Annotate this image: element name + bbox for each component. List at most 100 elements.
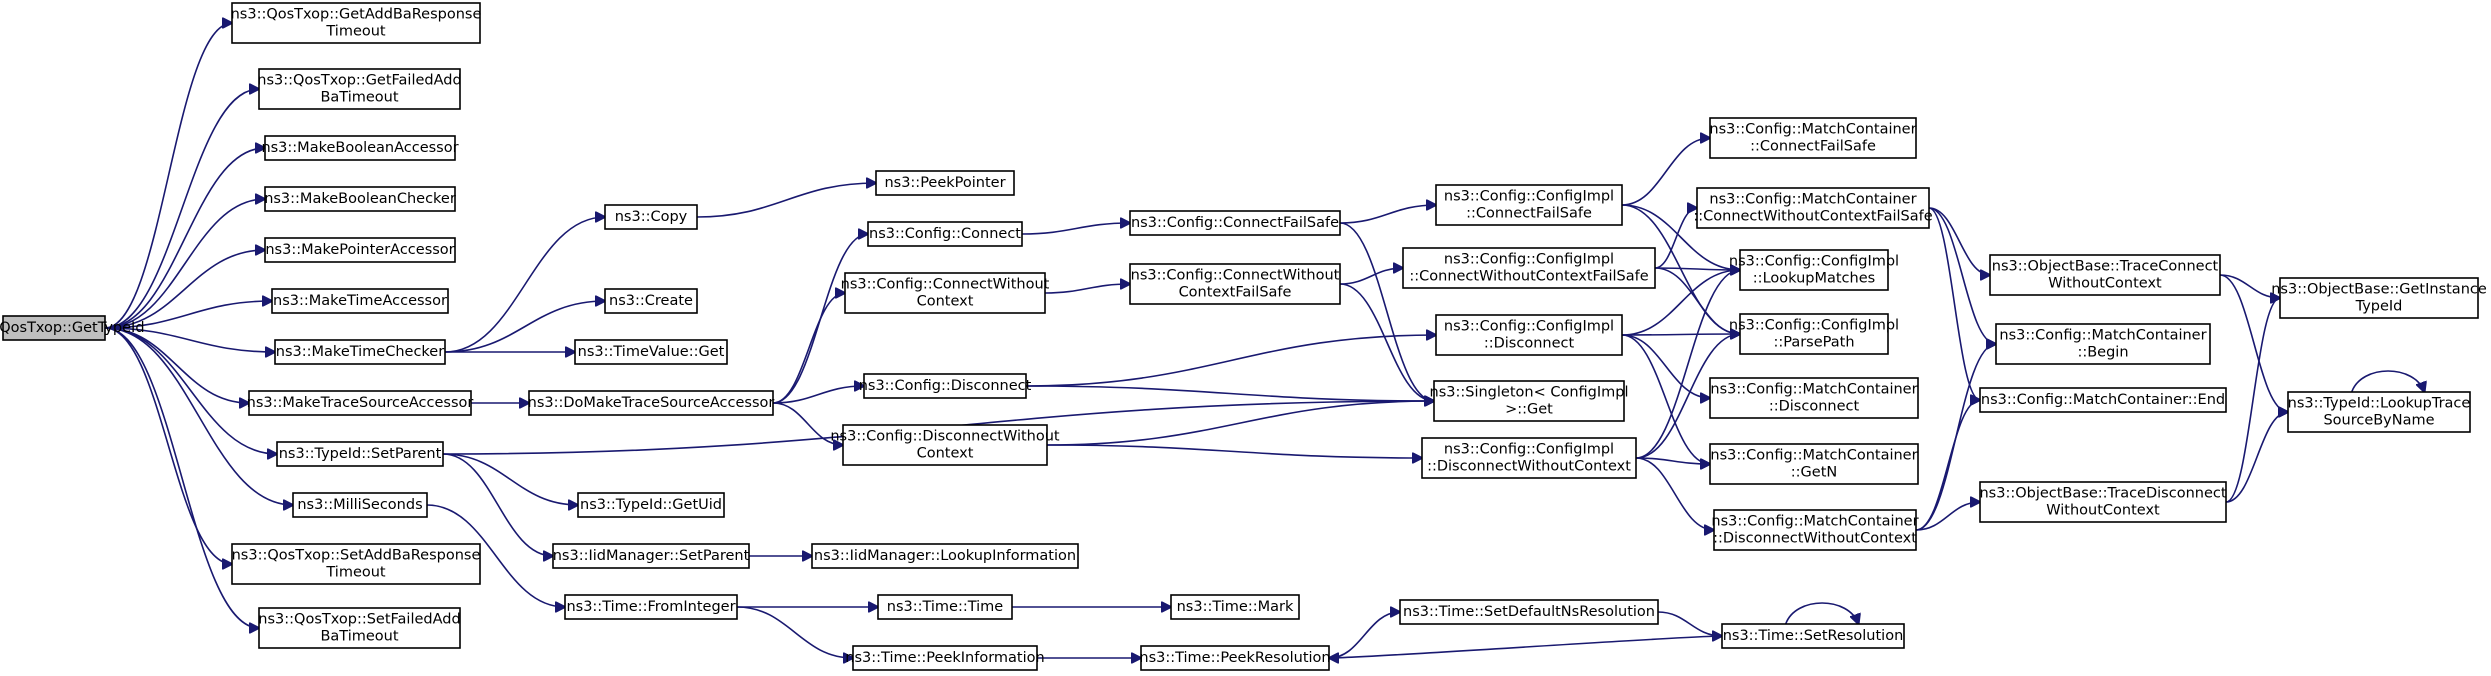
node-n49[interactable]: ns3::ObjectBase::TraceDisconnectWithoutC… (1979, 481, 2227, 523)
edge-n40-to-n48 (1928, 207, 1980, 400)
node-label: ::Begin (2077, 345, 2128, 361)
node-n29[interactable]: ns3::Config::ConnectWithoutContextFailSa… (1129, 263, 1341, 305)
node-label: ns3::Config::ConnectWithout (1131, 268, 1340, 284)
node-box (564, 594, 738, 620)
node-box (863, 373, 1027, 399)
node-n4[interactable]: ns3::MakeBooleanChecker (264, 186, 456, 212)
node-label: ns3::Config::MatchContainer (1711, 514, 1918, 530)
node-box (292, 492, 428, 518)
node-label: ns3::MakePointerAccessor (265, 242, 454, 258)
node-n36[interactable]: ns3::Config::ConfigImpl::DisconnectWitho… (1421, 437, 1637, 479)
node-n24[interactable]: ns3::Config::DisconnectWithoutContext (830, 424, 1060, 466)
node-n20[interactable]: ns3::PeekPointer (875, 170, 1015, 196)
node-n27[interactable]: ns3::Time::PeekInformation (845, 645, 1045, 671)
node-box (264, 135, 456, 161)
node-n22[interactable]: ns3::Config::ConnectWithoutContext (841, 272, 1050, 314)
node-n7[interactable]: ns3::MakeTimeChecker (274, 339, 446, 365)
node-box (877, 594, 1013, 620)
node-n46[interactable]: ns3::ObjectBase::TraceConnectWithoutCont… (1989, 254, 2221, 296)
node-box (276, 441, 444, 467)
node-label: ns3::Time::SetResolution (1723, 628, 1904, 644)
node-n41[interactable]: ns3::Config::ConfigImpl::LookupMatches (1729, 249, 1899, 291)
node-n34[interactable]: ns3::Config::ConfigImpl::ConnectWithoutC… (1402, 247, 1656, 289)
node-box (1129, 210, 1341, 236)
node-label: ns3::QosTxop::GetAddBaResponse (231, 7, 482, 23)
node-label: ::ConnectFailSafe (1750, 139, 1876, 155)
node-n18[interactable]: ns3::IidManager::SetParent (552, 543, 750, 569)
node-label: Context (917, 446, 974, 462)
node-box (1129, 263, 1341, 305)
node-label: ::ConnectWithoutContextFailSafe (1409, 269, 1648, 285)
node-box (248, 390, 472, 416)
node-box (1709, 443, 1919, 485)
node-n10[interactable]: ns3::MilliSeconds (292, 492, 428, 518)
node-n48[interactable]: ns3::Config::MatchContainer::End (1979, 387, 2227, 413)
node-n42[interactable]: ns3::Config::ConfigImpl::ParsePath (1729, 313, 1899, 355)
node-n39[interactable]: ns3::Config::MatchContainer::ConnectFail… (1709, 117, 1917, 159)
node-box (2, 315, 106, 341)
node-label: ns3::Config::MatchContainer::End (1981, 392, 2225, 408)
node-n30[interactable]: ns3::Singleton< ConfigImpl >::Get (1430, 380, 1629, 422)
node-n37[interactable]: ns3::Time::SetDefaultNsResolution (1399, 599, 1659, 625)
node-box (574, 339, 728, 365)
node-label: ::ParsePath (1773, 335, 1854, 351)
node-n44[interactable]: ns3::Config::MatchContainer::GetN (1709, 443, 1919, 485)
node-n13[interactable]: ns3::Copy (604, 204, 698, 230)
edge-root-to-n10 (104, 327, 293, 505)
node-label: ns3::QosTxop::GetTypeId (0, 320, 145, 336)
node-n6[interactable]: ns3::MakeTimeAccessor (271, 288, 449, 314)
node-box (1402, 247, 1656, 289)
node-n31[interactable]: ns3::Time::Mark (1170, 594, 1300, 620)
node-n26[interactable]: ns3::Time::Time (877, 594, 1013, 620)
node-label: ns3::Config::Connect (869, 226, 1021, 242)
node-n16[interactable]: ns3::DoMakeTraceSourceAccessor (528, 390, 775, 416)
node-label: ns3::DoMakeTraceSourceAccessor (528, 395, 775, 411)
node-n28[interactable]: ns3::Config::ConnectFailSafe (1129, 210, 1341, 236)
node-box (842, 424, 1048, 466)
node-box (811, 543, 1079, 569)
node-label: ns3::Copy (615, 209, 688, 225)
node-box (1979, 481, 2227, 523)
node-n9[interactable]: ns3::TypeId::SetParent (276, 441, 444, 467)
node-box (604, 204, 698, 230)
node-n19[interactable]: ns3::Time::FromInteger (564, 594, 738, 620)
node-n17[interactable]: ns3::TypeId::GetUid (577, 492, 725, 518)
node-label: ns3::Config::ConfigImpl (1444, 442, 1614, 458)
node-n33[interactable]: ns3::Config::ConfigImpl::ConnectFailSafe (1435, 184, 1623, 226)
node-n45[interactable]: ns3::Config::MatchContainer::DisconnectW… (1711, 509, 1919, 551)
node-label: ns3::MakeBooleanAccessor (261, 140, 458, 156)
node-n32[interactable]: ns3::Time::PeekResolution (1139, 645, 1331, 671)
node-box (258, 68, 461, 110)
node-box (1435, 314, 1623, 356)
node-box (2279, 277, 2479, 319)
edge-root-to-n2 (104, 89, 259, 329)
node-n8[interactable]: ns3::MakeTraceSourceAccessor (247, 390, 474, 416)
node-label: ns3::Config::MatchContainer (1709, 122, 1916, 138)
node-n3[interactable]: ns3::MakeBooleanAccessor (261, 135, 459, 161)
node-n43[interactable]: ns3::Config::MatchContainer::Disconnect (1709, 377, 1919, 419)
node-n35[interactable]: ns3::Config::ConfigImpl::Disconnect (1435, 314, 1623, 356)
node-n21[interactable]: ns3::Config::Connect (867, 221, 1023, 247)
edge-n36-to-n45 (1635, 457, 1714, 530)
node-box (875, 170, 1015, 196)
node-n23[interactable]: ns3::Config::Disconnect (859, 373, 1032, 399)
node-n40[interactable]: ns3::Config::MatchContainer::ConnectWith… (1693, 187, 1933, 229)
node-n15[interactable]: ns3::TimeValue::Get (574, 339, 728, 365)
node-n47[interactable]: ns3::Config::MatchContainer::Begin (1995, 323, 2211, 365)
edge-n21-to-n28 (1021, 223, 1130, 235)
node-root[interactable]: ns3::QosTxop::GetTypeId (0, 315, 145, 341)
node-n25[interactable]: ns3::IidManager::LookupInformation (811, 543, 1079, 569)
edge-n10-to-n19 (426, 504, 565, 607)
node-box (258, 607, 461, 649)
node-n14[interactable]: ns3::Create (604, 288, 698, 314)
node-n5[interactable]: ns3::MakePointerAccessor (264, 237, 456, 263)
node-n38[interactable]: ns3::Time::SetResolution (1721, 623, 1905, 649)
node-box (604, 288, 698, 314)
edge-n28-to-n33 (1339, 205, 1436, 224)
